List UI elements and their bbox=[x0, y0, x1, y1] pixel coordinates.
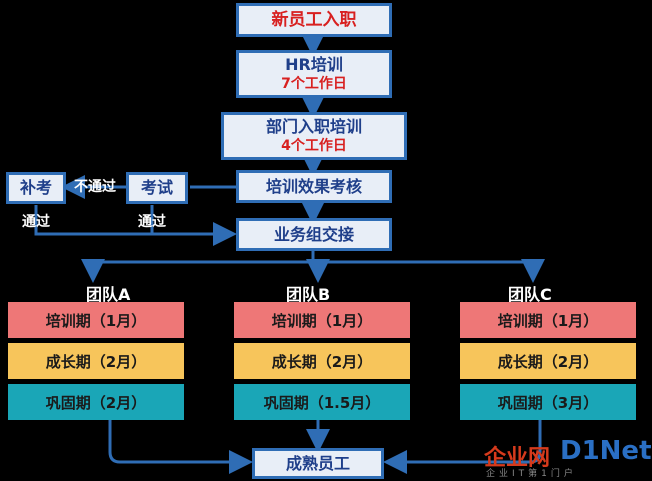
dept-training-box: 部门入职培训 4个工作日 bbox=[221, 112, 407, 160]
team-c-phase-consolidation: 巩固期（3月） bbox=[460, 384, 636, 420]
pass-left-label: 通过 bbox=[22, 214, 50, 230]
team-b-phase-training: 培训期（1月） bbox=[234, 302, 410, 338]
hr-training-duration: 7个工作日 bbox=[281, 76, 347, 92]
handover-label: 业务组交接 bbox=[273, 224, 354, 244]
onboarding-box: 新员工入职 bbox=[236, 3, 392, 37]
assessment-label: 培训效果考核 bbox=[265, 176, 362, 196]
team-c-phase-growth: 成长期（2月） bbox=[460, 343, 636, 379]
makeup-box: 补考 bbox=[6, 172, 66, 204]
team-b-phase-consolidation: 巩固期（1.5月） bbox=[234, 384, 410, 420]
assessment-box: 培训效果考核 bbox=[236, 170, 392, 203]
dept-training-duration: 4个工作日 bbox=[281, 138, 347, 154]
watermark-cn: 企业网 bbox=[484, 446, 551, 471]
exam-label: 考试 bbox=[140, 178, 173, 197]
makeup-label: 补考 bbox=[19, 178, 52, 197]
team-a-phase-training: 培训期（1月） bbox=[8, 302, 184, 338]
mature-employee-box: 成熟员工 bbox=[252, 448, 384, 479]
team-a-phase-consolidation: 巩固期（2月） bbox=[8, 384, 184, 420]
team-c-phase-training: 培训期（1月） bbox=[460, 302, 636, 338]
team-b-title: 团队B bbox=[286, 285, 331, 304]
dept-training-title: 部门入职培训 bbox=[265, 117, 362, 136]
exam-box: 考试 bbox=[126, 172, 188, 204]
team-c-title: 团队C bbox=[508, 285, 552, 304]
watermark-slogan: 企业IT第1门户 bbox=[486, 469, 577, 479]
onboarding-label: 新员工入职 bbox=[271, 10, 357, 30]
mature-employee-label: 成熟员工 bbox=[285, 453, 350, 473]
team-a-phase-growth: 成长期（2月） bbox=[8, 343, 184, 379]
watermark-brand: D1Net bbox=[560, 436, 652, 466]
team-a-title: 团队A bbox=[86, 285, 131, 304]
arrow-team-c-to-mature bbox=[383, 420, 542, 474]
arrow-makeup-pass bbox=[34, 205, 237, 246]
pass-right-label: 通过 bbox=[138, 214, 166, 230]
arrow-team-a-to-mature bbox=[108, 420, 253, 474]
hr-training-title: HR培训 bbox=[285, 55, 343, 74]
hr-training-box: HR培训 7个工作日 bbox=[236, 50, 392, 98]
fail-label: 不通过 bbox=[74, 179, 116, 195]
team-b-phase-growth: 成长期（2月） bbox=[234, 343, 410, 379]
handover-box: 业务组交接 bbox=[236, 218, 392, 251]
